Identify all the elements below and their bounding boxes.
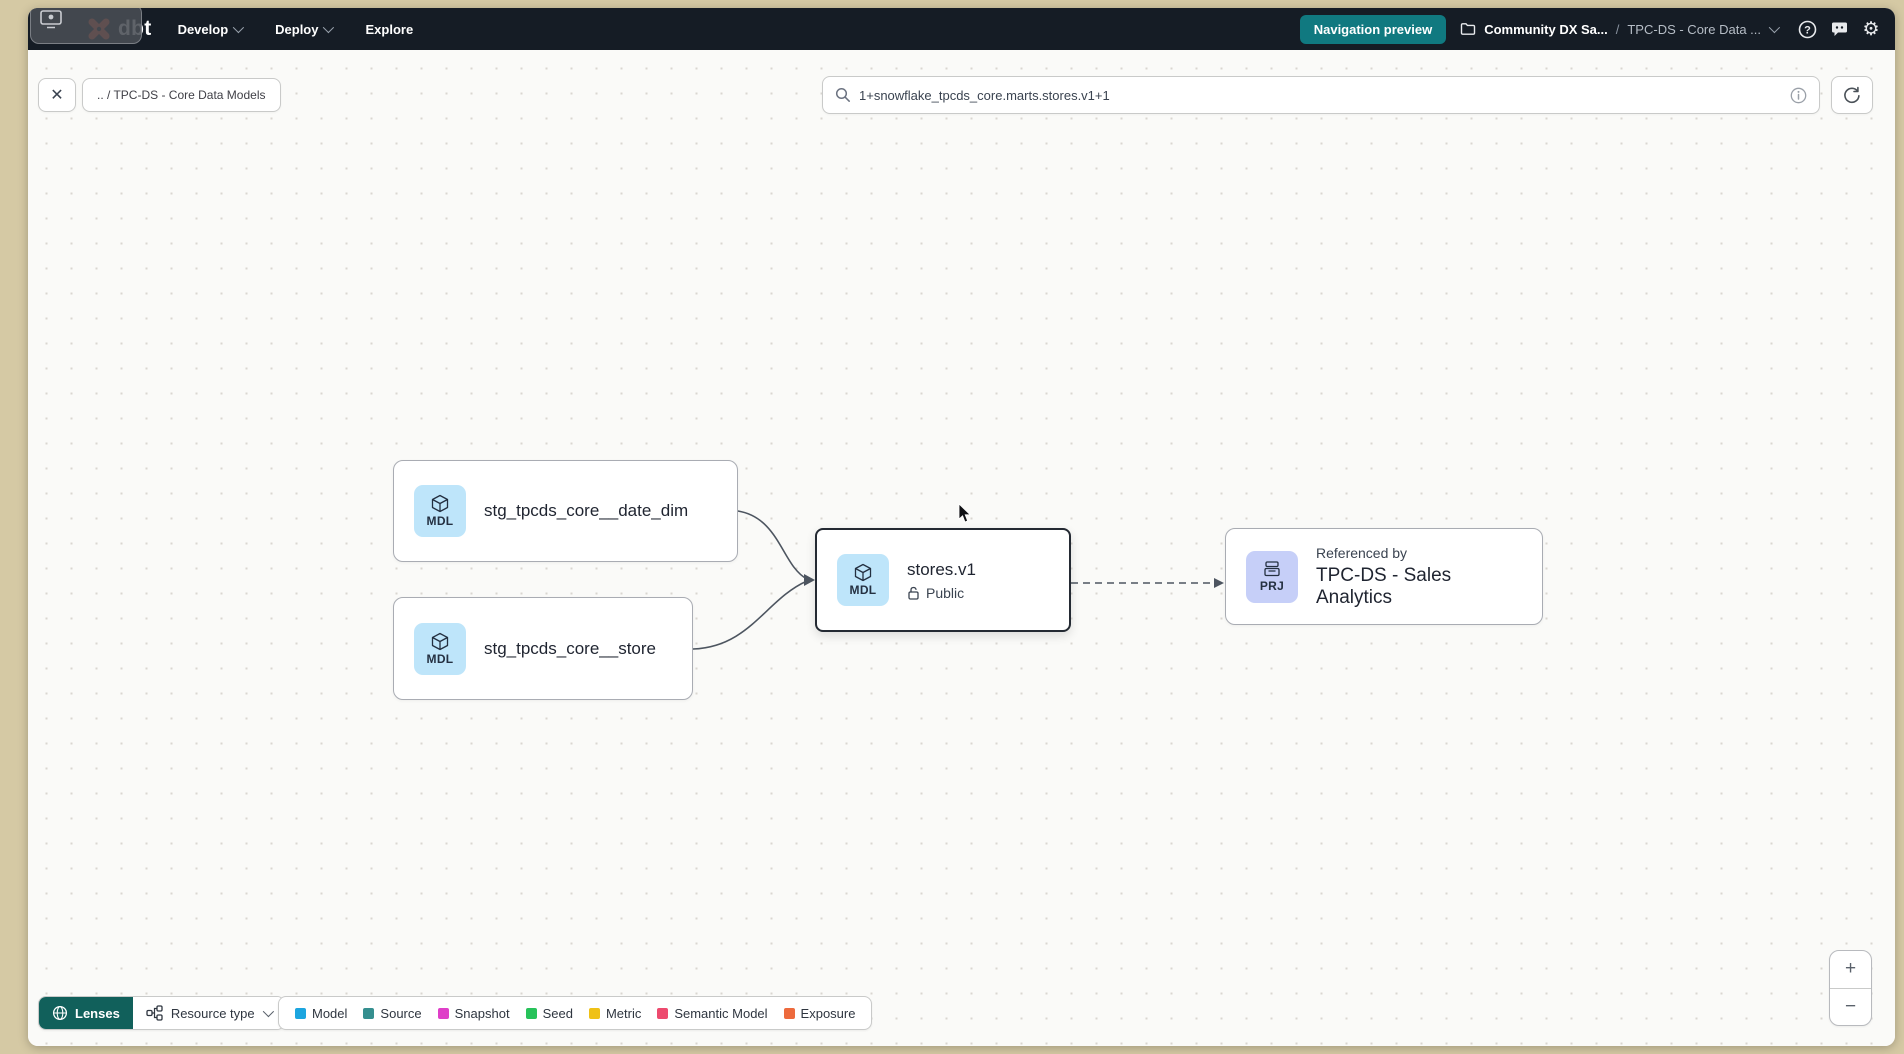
- zoom-controls: + −: [1829, 950, 1872, 1026]
- legend-swatch: [295, 1007, 306, 1019]
- lens-icon: [52, 1005, 68, 1021]
- chevron-down-icon: [323, 21, 335, 34]
- nav-item-label: Explore: [365, 21, 414, 37]
- lenses-button[interactable]: Lenses: [39, 997, 133, 1029]
- node-label: stores.v1: [907, 559, 976, 579]
- model-badge: MDL: [837, 554, 889, 606]
- legend-item-exposure: Exposure: [783, 1005, 856, 1021]
- badge-code: MDL: [426, 651, 454, 666]
- lineage-path-chip[interactable]: .. / TPC-DS - Core Data Models: [82, 78, 281, 112]
- legend-label: Snapshot: [454, 1005, 510, 1021]
- chevron-down-icon[interactable]: [1768, 21, 1781, 34]
- legend-swatch: [437, 1007, 449, 1019]
- resource-type-label: Resource type: [170, 1005, 255, 1021]
- model-badge: MDL: [414, 485, 466, 537]
- search-input[interactable]: [859, 87, 1782, 103]
- legend-label: Exposure: [800, 1005, 856, 1021]
- badge-code: MDL: [849, 583, 877, 597]
- node-kicker: Referenced by: [1316, 544, 1408, 561]
- legend-swatch: [363, 1007, 375, 1019]
- model-node-stores-v1-selected[interactable]: MDL stores.v1 Public: [815, 528, 1071, 632]
- cube-icon: [854, 563, 872, 582]
- close-button[interactable]: ✕: [38, 78, 76, 112]
- cube-icon: [431, 494, 449, 513]
- legend-item-semantic-model: Semantic Model: [657, 1005, 768, 1021]
- lineage-search: [822, 76, 1820, 114]
- breadcrumb-separator: /: [1615, 21, 1620, 37]
- legend-label: Seed: [542, 1005, 573, 1021]
- svg-text:?: ?: [1804, 24, 1811, 36]
- legend-swatch: [783, 1007, 795, 1019]
- legend-item-seed: Seed: [525, 1005, 573, 1021]
- resource-type-dropdown[interactable]: Resource type: [132, 997, 284, 1029]
- legend-swatch: [657, 1007, 669, 1019]
- legend-swatch: [525, 1007, 537, 1019]
- legend-label: Source: [380, 1005, 422, 1021]
- lineage-canvas[interactable]: ✕ .. / TPC-DS - Core Data Models: [28, 50, 1895, 1046]
- folder-icon: [1461, 23, 1476, 35]
- resource-type-legend: Model Source Snapshot Seed Metric Semant…: [278, 996, 873, 1030]
- node-label: stg_tpcds_core__store: [484, 638, 656, 658]
- model-node-stg-tpcds-core-date-dim[interactable]: MDL stg_tpcds_core__date_dim: [393, 460, 738, 562]
- close-icon: ✕: [50, 87, 64, 104]
- breadcrumb-page[interactable]: TPC-DS - Core Data ...: [1627, 21, 1761, 37]
- legend-item-model: Model: [295, 1006, 347, 1021]
- top-navbar: dbt Develop Deploy Explore Navigation pr…: [28, 8, 1895, 50]
- breadcrumb-project[interactable]: Community DX Sa...: [1484, 21, 1608, 37]
- legend-item-source: Source: [363, 1005, 422, 1021]
- model-badge: MDL: [414, 622, 466, 675]
- node-label: TPC-DS - Sales Analytics: [1316, 564, 1452, 608]
- nav-item-deploy[interactable]: Deploy: [275, 21, 335, 37]
- nav-item-develop[interactable]: Develop: [177, 21, 245, 37]
- info-icon[interactable]: [1790, 87, 1807, 104]
- model-node-stg-tpcds-core-store[interactable]: MDL stg_tpcds_core__store: [393, 597, 693, 700]
- refresh-icon: [1844, 86, 1860, 104]
- nav-item-label: Develop: [177, 21, 229, 37]
- navigation-preview-badge[interactable]: Navigation preview: [1299, 14, 1447, 44]
- app-window: dbt Develop Deploy Explore Navigation pr…: [28, 8, 1895, 1046]
- badge-code: PRJ: [1259, 579, 1285, 593]
- project-node-sales-analytics[interactable]: PRJ Referenced by TPC-DS - Sales Analyti…: [1225, 528, 1543, 625]
- lenses-control-group: Lenses Resource type: [38, 996, 285, 1030]
- monitor-icon: [40, 10, 62, 29]
- legend-label: Model: [312, 1005, 348, 1021]
- legend-label: Metric: [605, 1005, 642, 1021]
- stacked-drawers-icon: [1264, 561, 1280, 577]
- legend-label: Semantic Model: [674, 1005, 768, 1021]
- nav-item-explore[interactable]: Explore: [365, 22, 413, 37]
- search-icon: [835, 87, 850, 102]
- zoom-out-button[interactable]: −: [1844, 995, 1857, 1017]
- help-icon[interactable]: ?: [1797, 19, 1817, 39]
- access-label: Public: [926, 584, 965, 601]
- legend-swatch: [588, 1007, 600, 1019]
- breadcrumb: Community DX Sa... / TPC-DS - Core Data …: [1460, 21, 1781, 37]
- resource-type-icon: [146, 1005, 163, 1021]
- path-chip-label: .. / TPC-DS - Core Data Models: [97, 88, 266, 102]
- lenses-label: Lenses: [75, 1005, 120, 1021]
- badge-code: MDL: [426, 514, 454, 528]
- refresh-button[interactable]: [1831, 76, 1873, 114]
- legend-item-metric: Metric: [588, 1005, 642, 1021]
- settings-gear-icon[interactable]: ⚙: [1862, 18, 1880, 40]
- legend-item-snapshot: Snapshot: [437, 1005, 510, 1021]
- screen-share-tab: [30, 8, 142, 44]
- feedback-icon[interactable]: [1829, 19, 1849, 39]
- nav-menu: Develop Deploy Explore: [178, 22, 414, 37]
- cube-icon: [431, 632, 449, 650]
- unlock-icon: [908, 586, 919, 600]
- mouse-cursor: [958, 503, 971, 523]
- nav-item-label: Deploy: [275, 21, 319, 37]
- project-badge: PRJ: [1246, 550, 1298, 603]
- node-label: stg_tpcds_core__date_dim: [484, 501, 689, 520]
- chevron-down-icon: [262, 1005, 274, 1018]
- chevron-down-icon: [232, 21, 245, 34]
- zoom-in-button[interactable]: +: [1830, 951, 1871, 989]
